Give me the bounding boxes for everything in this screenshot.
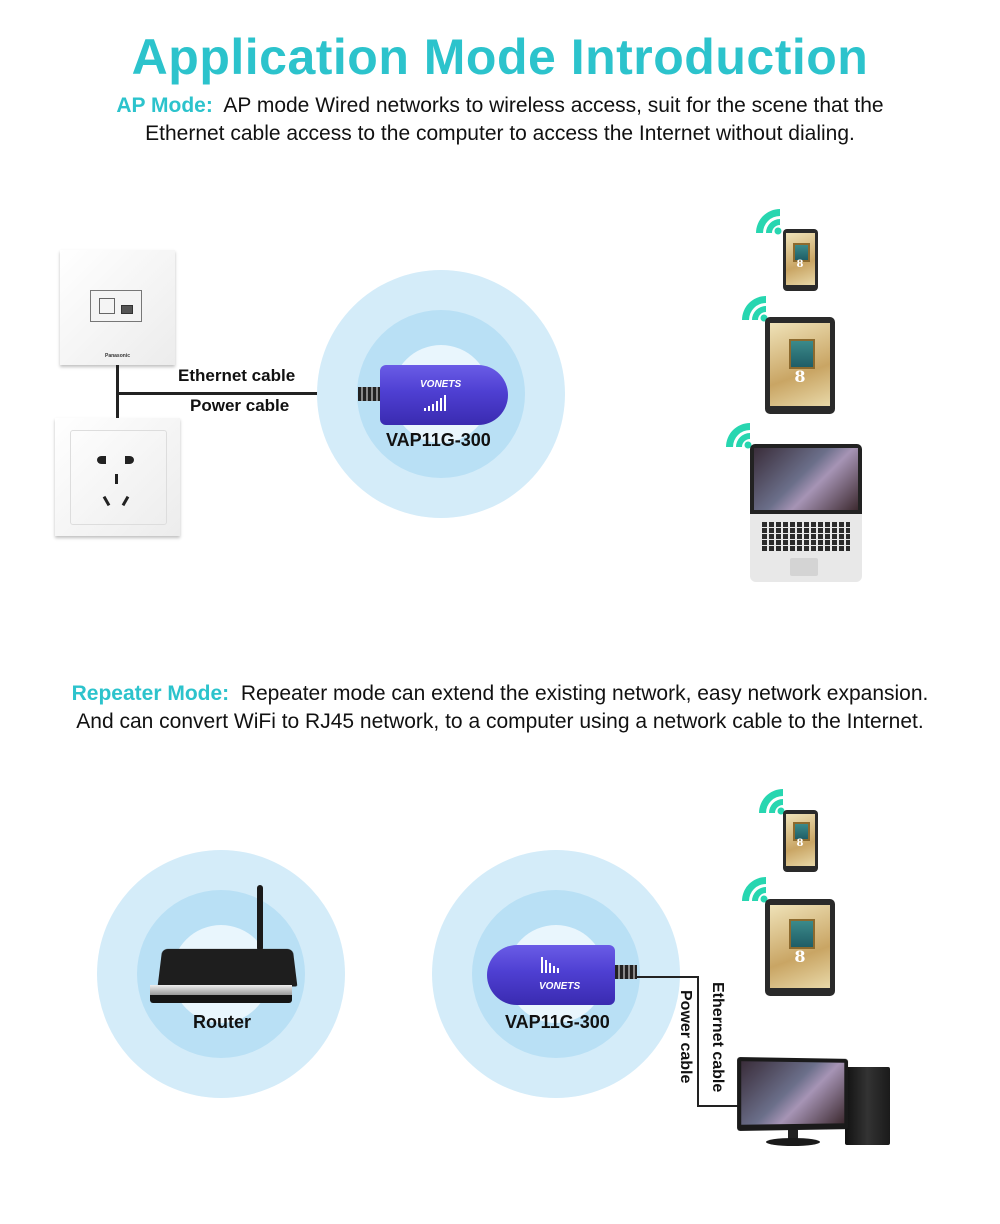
wifi-icon [742,296,768,322]
signal-bars-icon [541,955,565,973]
repeater-mode-text-line2: And can convert WiFi to RJ45 network, to… [76,710,924,733]
tablet-client: 8 [765,899,835,996]
router-label: Router [193,1012,251,1032]
device-brand-logo: VONETS [539,981,581,992]
power-cable-label: Power cable [190,396,290,415]
device-label: VAP11G-300 [505,1012,610,1032]
repeater-mode-description: Repeater Mode: Repeater mode can extend … [0,680,1000,736]
rj45-port-icon [90,290,142,322]
wifi-icon [742,877,768,903]
wifi-icon [759,789,785,815]
repeater-mode-text-line1: Repeater mode can extend the existing ne… [240,682,929,705]
power-cable-label: Power cable [677,990,694,1084]
repeater-mode-label: Repeater Mode: [71,682,230,705]
router-antenna [257,885,263,951]
cable-horizontal [116,392,361,395]
ap-mode-description: AP Mode: AP mode Wired networks to wirel… [0,92,1000,148]
page-title: Application Mode Introduction [131,29,869,85]
device-brand-logo: VONETS [420,379,462,390]
device-label: VAP11G-300 [386,430,491,450]
laptop-keyboard [750,514,862,582]
desktop-monitor [737,1057,849,1131]
ethernet-cable-label: Ethernet cable [178,366,296,385]
desktop-tower [845,1067,890,1145]
ap-mode-label: AP Mode: [116,94,213,117]
power-socket [55,418,180,536]
phone-client: 8 [783,229,818,291]
vap11g-300-device: VONETS [487,945,615,1005]
signal-bars-icon [424,395,450,411]
cable-connector [615,965,637,979]
ethernet-cable-label: Ethernet cable [709,982,726,1093]
ethernet-wall-plate: Panasonic [60,250,175,365]
ap-mode-text-line1: AP mode Wired networks to wireless acces… [223,94,884,117]
tablet-client: 8 [765,317,835,414]
plate-brand: Panasonic [104,353,130,359]
ap-mode-text-line2: Ethernet cable access to the computer to… [145,122,855,145]
wifi-icon [726,423,752,449]
cable-connector [358,387,380,401]
cable-vertical [697,976,699,1106]
phone-client: 8 [783,810,818,872]
cable-horizontal [636,976,698,978]
cable-to-desktop [697,1105,739,1107]
laptop-client [750,444,862,514]
wifi-icon [756,209,782,235]
vap11g-300-device: VONETS [380,365,508,425]
cable-vertical [116,365,119,418]
